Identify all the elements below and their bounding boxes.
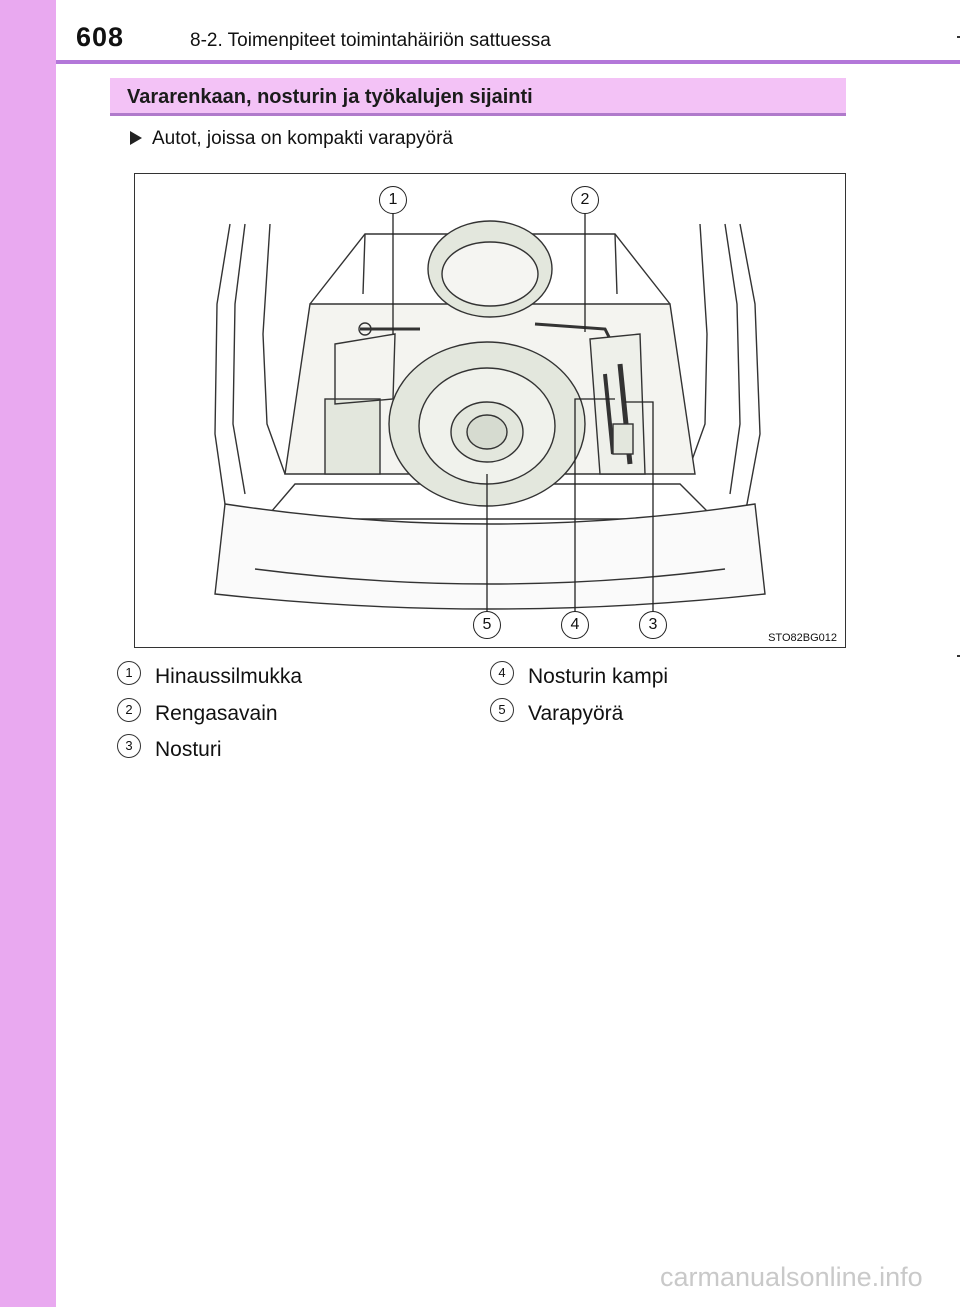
callout-3: 3 — [639, 611, 667, 639]
callout-1: 1 — [379, 186, 407, 214]
section-title: Vararenkaan, nosturin ja työkalujen sija… — [127, 86, 533, 108]
section-banner: Vararenkaan, nosturin ja työkalujen sija… — [110, 78, 846, 116]
margin-mark — [957, 655, 960, 657]
side-tab — [0, 0, 56, 1307]
bullet-item: Autot, joissa on kompakti varapyörä — [130, 128, 453, 150]
figure-code: STO82BG012 — [768, 632, 837, 644]
legend-label: Varapyörä — [528, 702, 624, 725]
legend-number: 2 — [117, 698, 141, 722]
trunk-drawing — [214, 212, 766, 612]
legend-number: 4 — [490, 661, 514, 685]
legend-number: 5 — [490, 698, 514, 722]
legend-number: 3 — [117, 734, 141, 758]
legend-label: Nosturin kampi — [528, 665, 669, 688]
legend-label: Rengasavain — [155, 702, 278, 725]
page-number: 608 — [76, 22, 125, 52]
callout-2: 2 — [571, 186, 599, 214]
callout-4: 4 — [561, 611, 589, 639]
chapter-title: 8-2. Toimenpiteet toimintahäiriön sattue… — [190, 30, 551, 51]
trunk-illustration: 1 2 3 4 5 STO82BG012 — [134, 173, 846, 648]
legend-label: Nosturi — [155, 738, 222, 761]
header-divider — [56, 60, 960, 64]
legend-label: Hinaussilmukka — [155, 665, 303, 688]
legend-number: 1 — [117, 661, 141, 685]
callout-5: 5 — [473, 611, 501, 639]
margin-mark — [957, 36, 960, 38]
triangle-bullet-icon — [130, 131, 142, 145]
watermark: carmanualsonline.info — [660, 1262, 923, 1292]
bullet-text: Autot, joissa on kompakti varapyörä — [152, 128, 453, 149]
